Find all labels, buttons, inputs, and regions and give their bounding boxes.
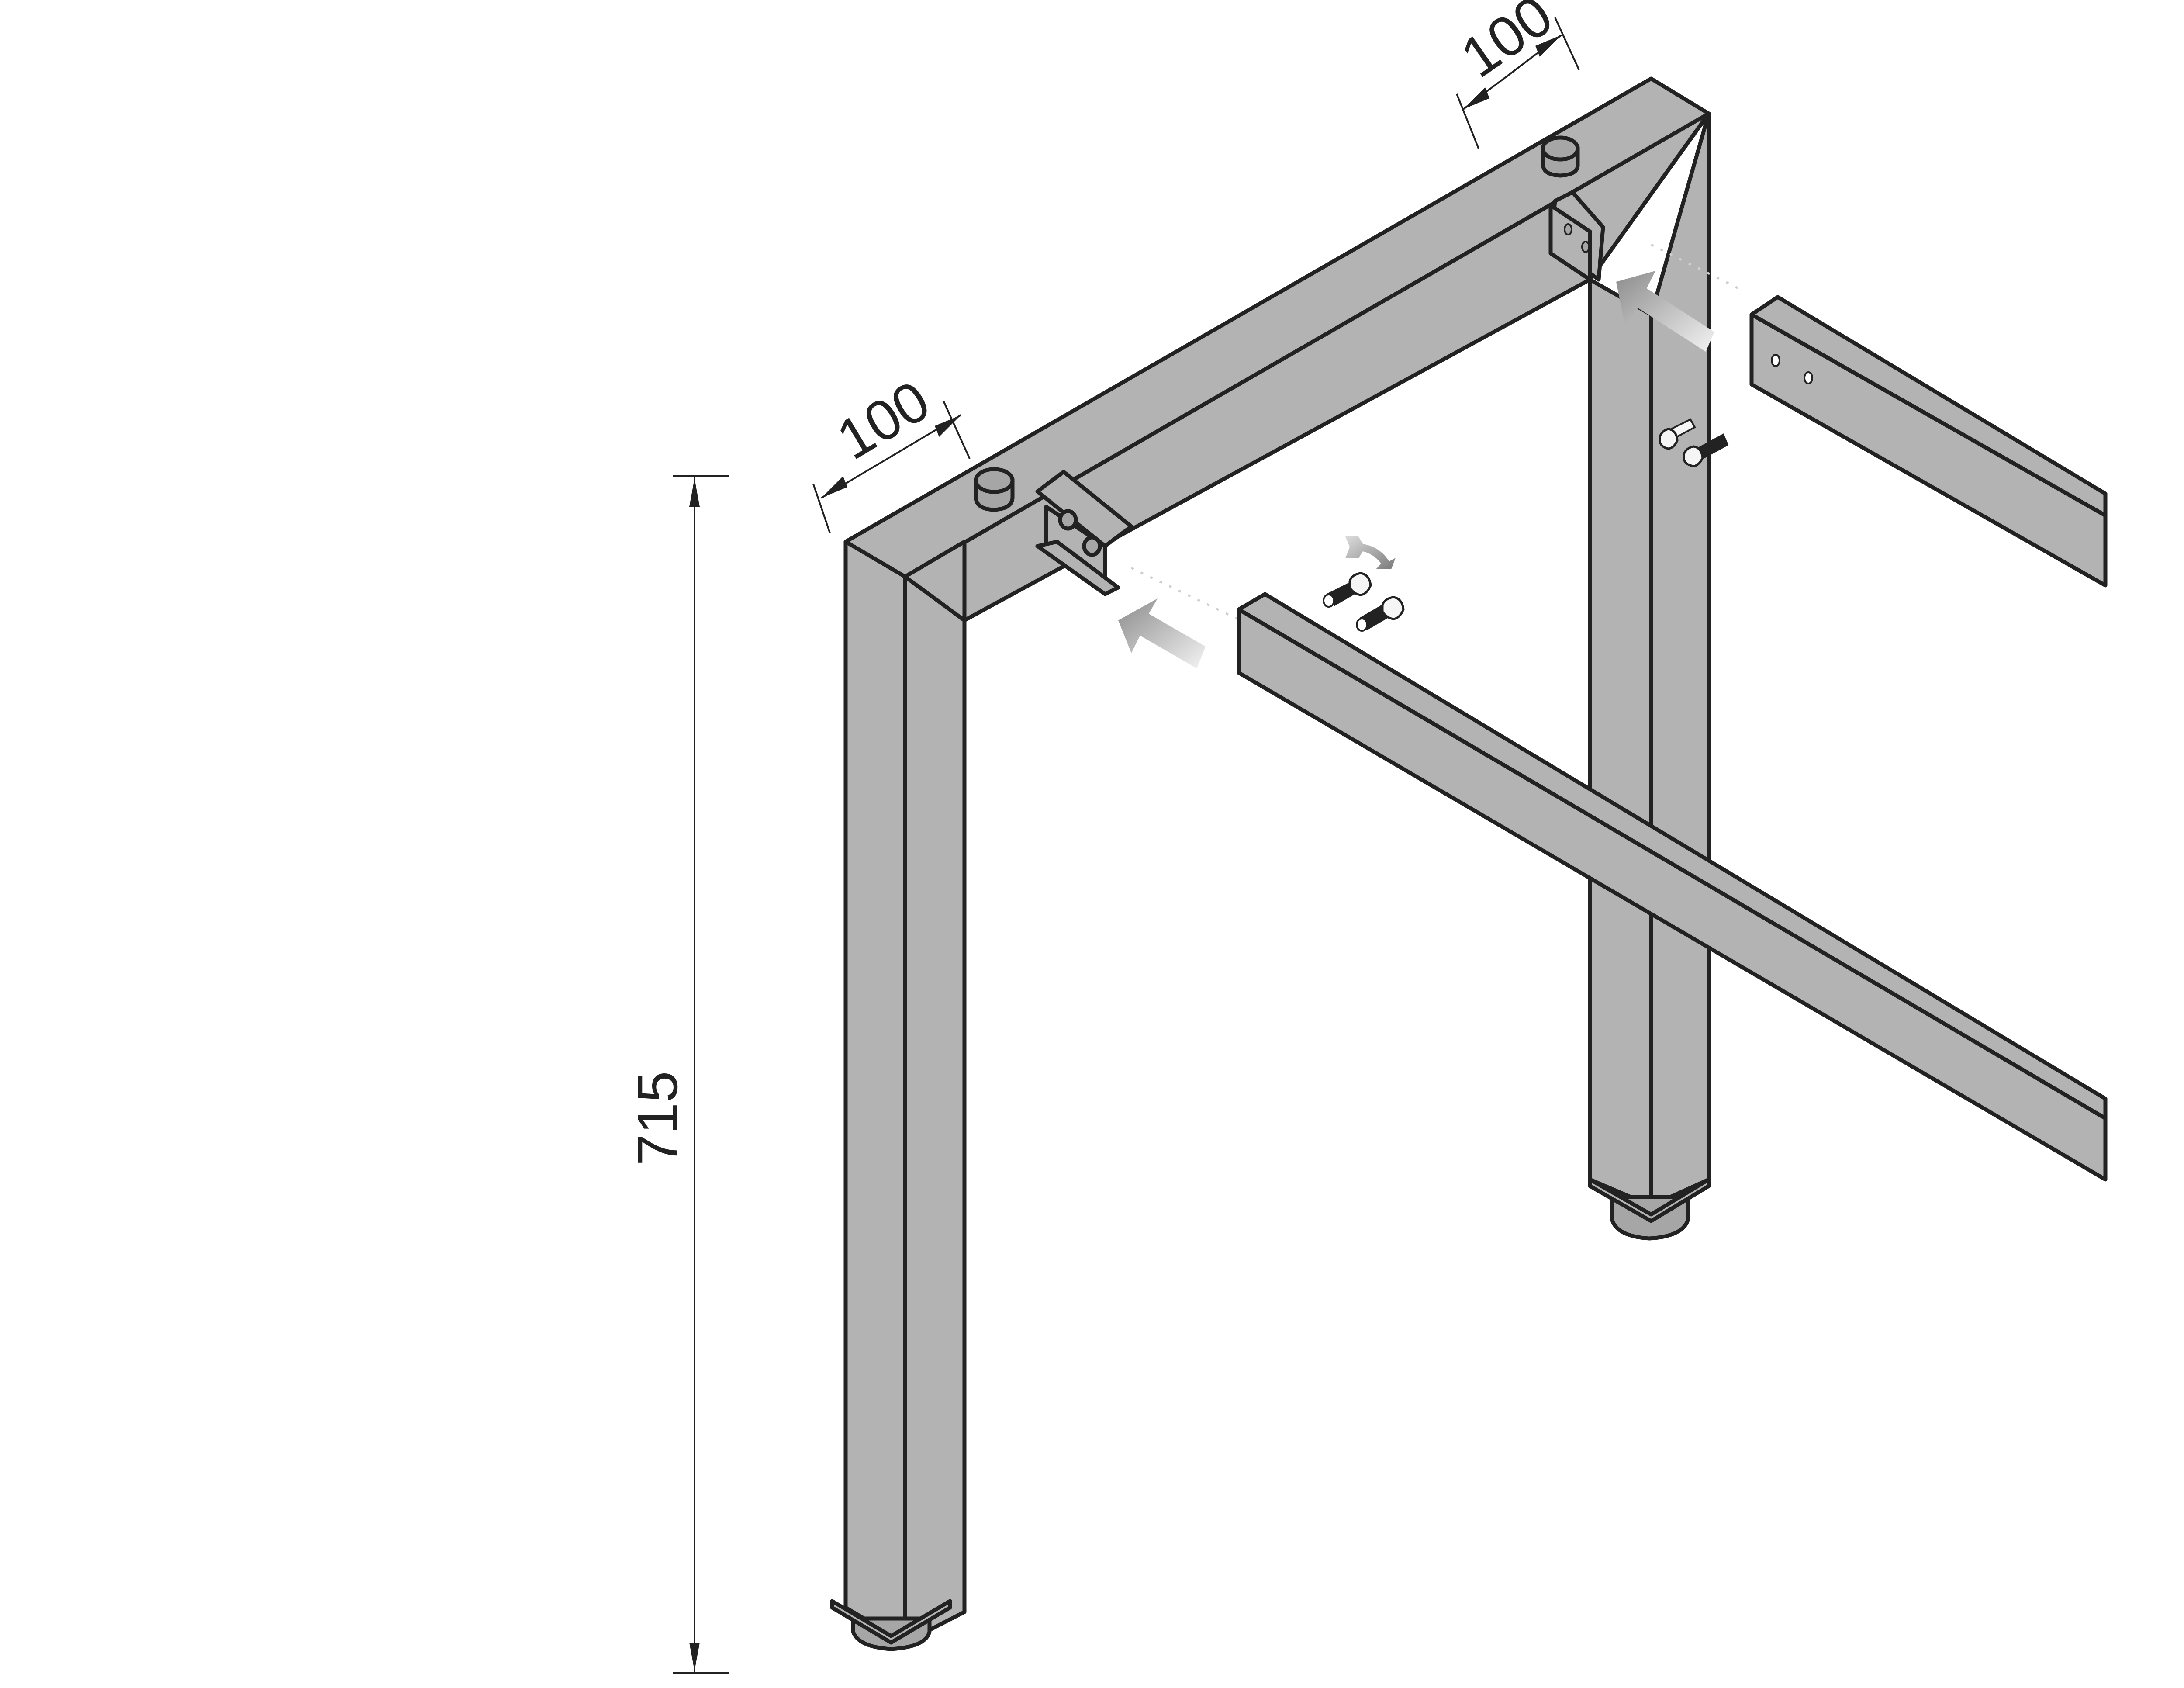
bolt-front-2 [1356, 596, 1405, 632]
insert-arrow-front [1118, 598, 1206, 668]
bolt-rear-2 [1683, 433, 1729, 467]
dimension-depth-rear: 100 [1449, 0, 1580, 149]
height-label: 715 [625, 1071, 689, 1166]
bolt-front-1 [1323, 572, 1372, 608]
rear-leveling-foot [1588, 1177, 1711, 1241]
front-top-pin [974, 467, 1015, 512]
dimension-height: 715 [625, 475, 729, 1674]
depth-front-label: 100 [826, 368, 940, 472]
rear-top-pin [1541, 135, 1580, 178]
top-beam [843, 76, 1711, 623]
rotate-arrow-icon [1345, 536, 1396, 569]
front-mounting-bracket [1035, 470, 1133, 596]
insert-arrow-rear [1616, 271, 1714, 352]
front-cross-rail [1237, 592, 2108, 1182]
rear-mounting-bracket [1548, 190, 1605, 282]
front-leveling-foot [830, 1599, 952, 1651]
front-leg [830, 540, 967, 1651]
bolt-rear-1 [1659, 418, 1696, 450]
rear-cross-rail [1749, 295, 2108, 588]
